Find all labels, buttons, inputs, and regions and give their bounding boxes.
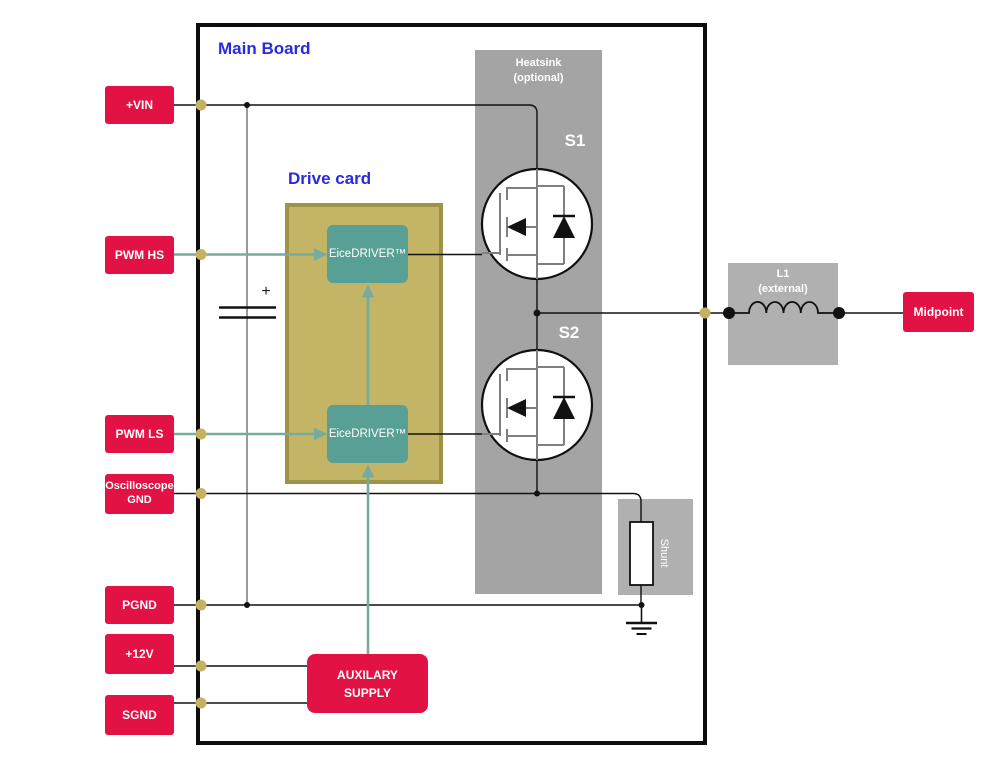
terminal-midpoint: Midpoint [903,292,974,332]
eicedriver-ls-block: EiceDRIVER™ [327,405,408,463]
terminal-midpoint-label: Midpoint [913,304,964,319]
eicedriver-hs-label: EiceDRIVER™ [328,248,407,260]
inductor-label: L1 (external) [728,263,838,297]
inductor-label-line2: (external) [758,282,808,295]
shunt-label: Shunt [658,538,670,568]
main-board-outline [196,23,707,745]
aux-supply-line1: AUXILARY [337,667,398,682]
terminal-pwm-hs: PWM HS [105,236,174,274]
terminal-vin-label: +VIN [125,97,153,112]
inductor-region: L1 (external) [728,263,838,365]
terminal-pgnd-label: PGND [122,597,157,612]
heatsink-label-line2: (optional) [513,71,564,84]
terminal-vin: +VIN [105,86,174,124]
eicedriver-ls-label: EiceDRIVER™ [328,428,407,440]
drive-card-title: Drive card [288,169,372,188]
aux-supply-line2: SUPPLY [344,685,391,700]
aux-supply-block: AUXILARY SUPPLY [307,654,428,713]
terminal-pwm-hs-label: PWM HS [114,247,165,262]
terminal-pgnd: PGND [105,586,174,624]
terminal-osc-gnd-line2: GND [127,494,152,506]
heatsink-label-line1: Heatsink [515,57,562,69]
terminal-12v: +12V [105,634,174,674]
eicedriver-hs-block: EiceDRIVER™ [327,225,408,283]
heatsink-label: Heatsink (optional) [475,50,602,86]
switch-s2-label: S2 [558,323,580,342]
terminal-osc-gnd: Oscilloscope GND [105,474,174,514]
switch-s1-label: S1 [564,131,586,150]
terminal-12v-label: +12V [125,646,154,661]
terminal-pwm-ls: PWM LS [105,415,174,453]
capacitor-polarity-label: + [261,283,271,300]
terminal-osc-gnd-line1: Oscilloscope [105,480,174,493]
terminal-sgnd-label: SGND [122,707,157,722]
main-board-title: Main Board [218,39,311,58]
terminal-pwm-ls-label: PWM LS [115,426,164,441]
terminal-sgnd: SGND [105,695,174,735]
inductor-label-line1: L1 [776,268,790,280]
